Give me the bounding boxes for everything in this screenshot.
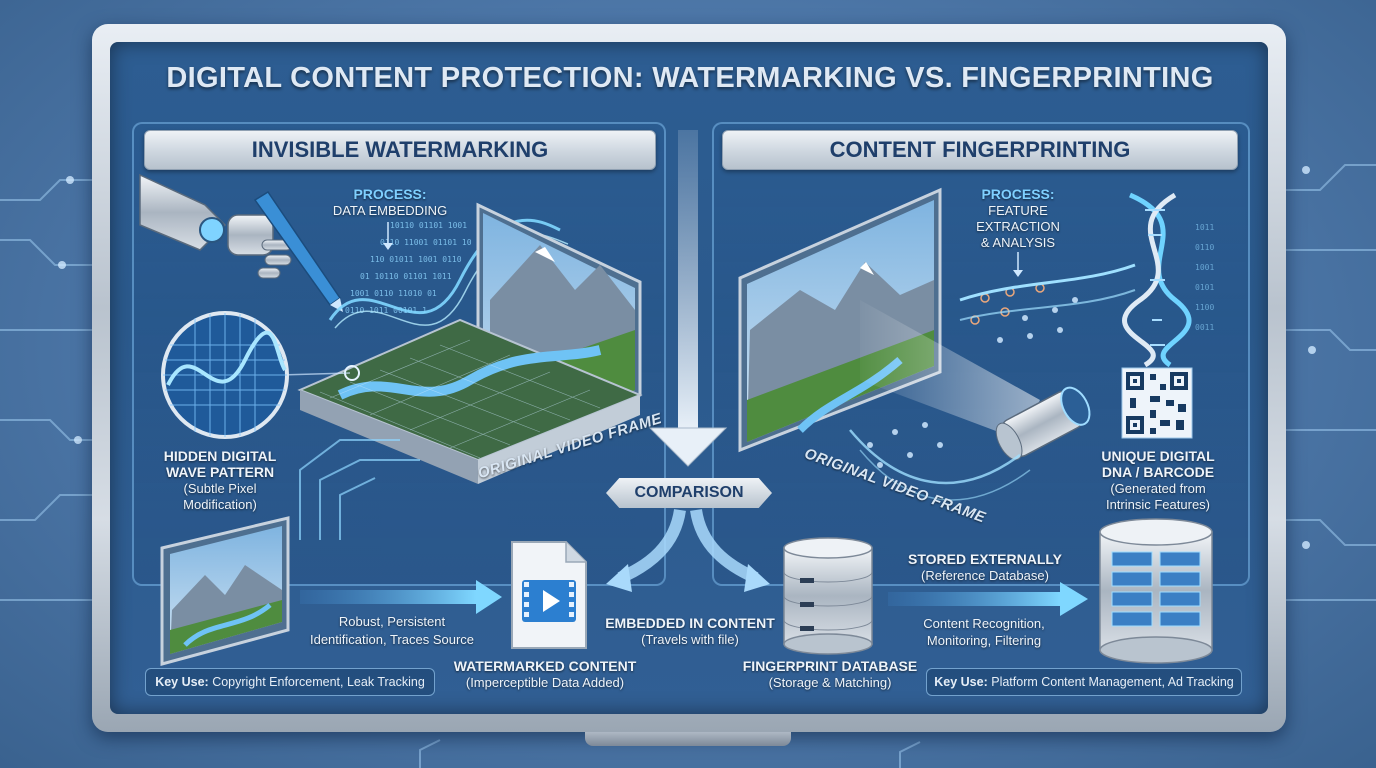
- left-key-use: Key Use: Copyright Enforcement, Leak Tra…: [145, 668, 435, 696]
- video-file-icon: [511, 541, 587, 649]
- svg-text:10110 01101 1001: 10110 01101 1001: [390, 221, 467, 230]
- db-sub: (Storage & Matching): [768, 675, 892, 690]
- dna-title-1: UNIQUE DIGITAL: [1101, 448, 1215, 464]
- right-flow-text-1: Content Recognition,: [923, 616, 1045, 631]
- mountain-frame-icon: [738, 187, 942, 453]
- right-process-text-3: & ANALYSIS: [980, 235, 1056, 250]
- flow-arrow-right: [888, 582, 1088, 616]
- watermarking-header: INVISIBLE WATERMARKING: [144, 130, 656, 170]
- wave-title-1: HIDDEN DIGITAL: [163, 448, 277, 464]
- svg-text:01 10110 01101 1011: 01 10110 01101 1011: [360, 272, 452, 281]
- stored-sub: (Reference Database): [921, 568, 1049, 583]
- wave-title-2: WAVE PATTERN: [165, 464, 275, 480]
- left-flow-text-2: Identification, Traces Source: [309, 632, 475, 647]
- circuit-trace-icon: [0, 164, 1376, 768]
- right-key-use-label: Key Use:: [934, 675, 988, 689]
- svg-text:0110: 0110: [1195, 243, 1214, 252]
- embedded-sub: (Travels with file): [641, 632, 739, 647]
- result-sub: (Imperceptible Data Added): [465, 675, 625, 690]
- svg-text:1001 0110 11010 01: 1001 0110 11010 01: [350, 289, 437, 298]
- right-flow-text-2: Monitoring, Filtering: [926, 633, 1042, 648]
- dna-sub-1: (Generated from: [1110, 481, 1206, 496]
- right-process-text-2: EXTRACTION: [976, 219, 1060, 234]
- left-flow-text-1: Robust, Persistent: [338, 614, 446, 629]
- svg-text:0011: 0011: [1195, 323, 1214, 332]
- svg-text:0110 1011 00101 1: 0110 1011 00101 1: [345, 306, 427, 315]
- right-key-use-text: Platform Content Management, Ad Tracking: [991, 675, 1234, 689]
- right-process-title: PROCESS:: [981, 186, 1055, 202]
- camera-lens-icon: [995, 386, 1091, 461]
- right-process-text-1: FEATURE: [988, 203, 1048, 218]
- db-title: FINGERPRINT DATABASE: [742, 658, 918, 674]
- fingerprinting-header: CONTENT FINGERPRINTING: [722, 130, 1238, 170]
- result-title: WATERMARKED CONTENT: [453, 658, 637, 674]
- svg-text:1100: 1100: [1195, 303, 1214, 312]
- qr-code-icon: [1121, 367, 1193, 439]
- svg-text:110 01011 1001 0110: 110 01011 1001 0110: [370, 255, 462, 264]
- svg-text:0110 11001 01101 10: 0110 11001 01101 10: [380, 238, 472, 247]
- left-key-use-label: Key Use:: [155, 675, 209, 689]
- database-icon: [783, 537, 873, 655]
- page-title: DIGITAL CONTENT PROTECTION: WATERMARKING…: [166, 62, 1214, 94]
- dna-sub-2: Intrinsic Features): [1105, 497, 1211, 512]
- svg-text:1011: 1011: [1195, 223, 1214, 232]
- comparison-badge: COMPARISON: [606, 478, 772, 508]
- embedded-title: EMBEDDED IN CONTENT: [605, 615, 775, 631]
- stored-title: STORED EXTERNALLY: [907, 551, 1063, 567]
- database-icon: [1099, 518, 1213, 664]
- wave-sub-2: Modification): [183, 497, 257, 512]
- flow-arrow-left: [300, 580, 502, 614]
- left-process-title: PROCESS:: [353, 186, 427, 202]
- magnifier-icon: [161, 311, 351, 439]
- svg-text:0101: 0101: [1195, 283, 1214, 292]
- left-process-text: DATA EMBEDDING: [332, 203, 448, 218]
- svg-text:1001: 1001: [1195, 263, 1214, 272]
- robot-hand-icon: [139, 173, 293, 279]
- mountain-frame-icon: [160, 516, 290, 666]
- monitor-stand: [585, 732, 791, 746]
- dna-helix-icon: [1122, 192, 1192, 368]
- wave-sub-1: (Subtle Pixel: [183, 481, 257, 496]
- mountain-frame-icon: [297, 202, 643, 484]
- left-key-use-text: Copyright Enforcement, Leak Tracking: [212, 675, 425, 689]
- right-key-use: Key Use: Platform Content Management, Ad…: [926, 668, 1242, 696]
- dna-title-2: DNA / BARCODE: [1101, 464, 1215, 480]
- comparison-arrow: [606, 130, 770, 592]
